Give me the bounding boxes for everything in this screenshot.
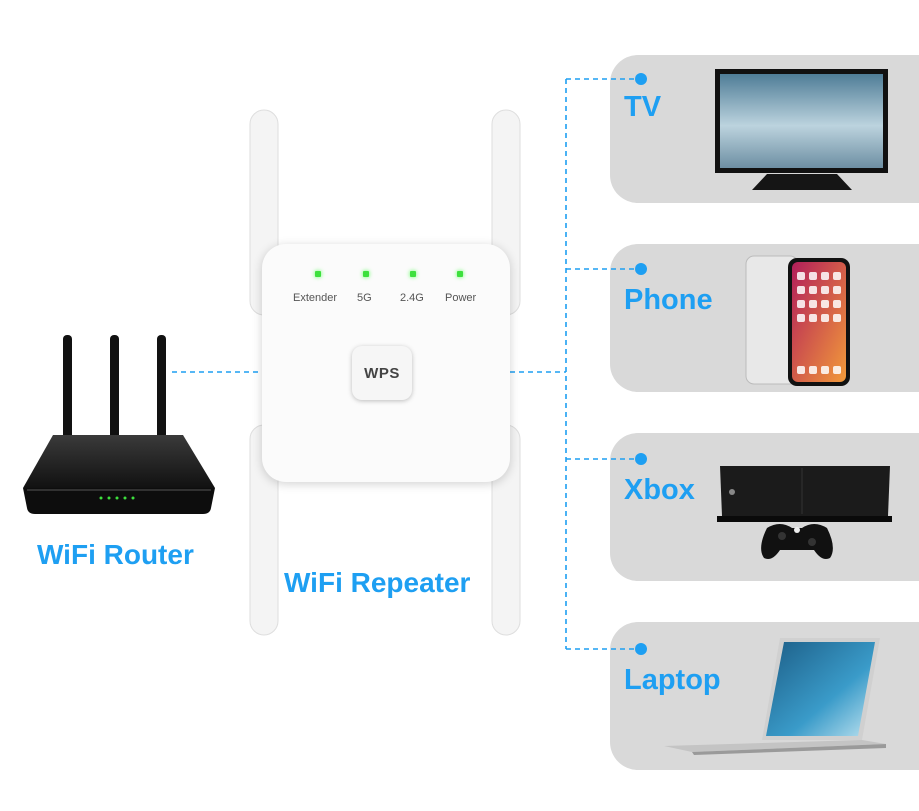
24g-indicator-label: 2.4G bbox=[400, 292, 424, 304]
repeater-label: WiFi Repeater bbox=[284, 567, 471, 598]
5g-led bbox=[363, 271, 369, 277]
tv-icon bbox=[715, 69, 888, 190]
phone-label: Phone bbox=[624, 284, 713, 316]
phone-connector-dot bbox=[635, 263, 647, 275]
laptop-label: Laptop bbox=[624, 664, 721, 696]
router-label: WiFi Router bbox=[37, 539, 194, 570]
xbox-connector-dot bbox=[635, 453, 647, 465]
wps-label: WPS bbox=[364, 365, 400, 382]
extender-indicator-label: Extender bbox=[293, 292, 338, 304]
router-icon bbox=[23, 335, 215, 514]
wps-button[interactable]: WPS bbox=[352, 346, 412, 400]
xbox-label: Xbox bbox=[624, 474, 695, 506]
laptop-connector-dot bbox=[635, 643, 647, 655]
phone-icon bbox=[745, 255, 850, 386]
tv-connector-dot bbox=[635, 73, 647, 85]
5g-indicator-label: 5G bbox=[357, 292, 372, 304]
extender-led bbox=[315, 271, 321, 277]
laptop-icon bbox=[664, 638, 886, 755]
power-indicator-label: Power bbox=[445, 292, 477, 304]
power-led bbox=[457, 271, 463, 277]
tv-label: TV bbox=[624, 91, 662, 123]
xbox-icon bbox=[717, 466, 892, 559]
24g-led bbox=[410, 271, 416, 277]
